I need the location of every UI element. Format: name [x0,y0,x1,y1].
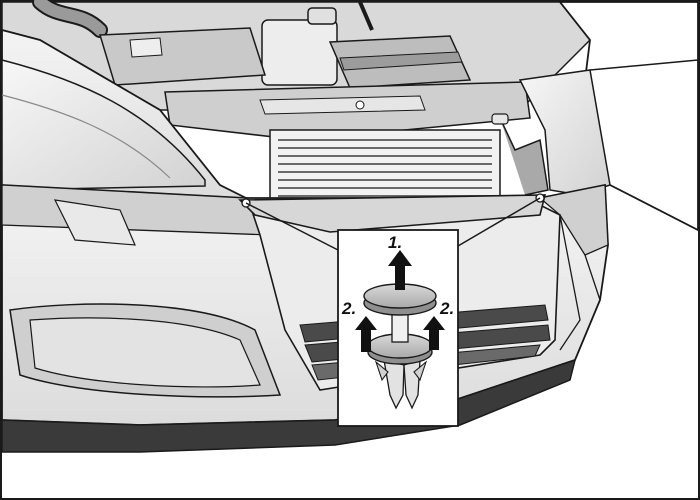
left-fender [1,28,251,201]
callout-step-1: 1. [388,233,402,252]
hose-cap [491,113,509,125]
callout-step-2-left: 2. [341,299,356,318]
arrow-up-icon [388,250,412,290]
right-fender [518,1,699,232]
leader-line-right [457,197,541,247]
arrow-up-icon [423,316,445,350]
callout-step-2-right: 2. [439,299,454,318]
engine-bay [1,0,592,141]
radiator [269,129,501,203]
clip-detail-inset: 1. 2. 2. [337,229,459,427]
radiator-hose [499,117,549,196]
arrow-up-icon [355,316,377,352]
leader-line-left [245,202,339,251]
